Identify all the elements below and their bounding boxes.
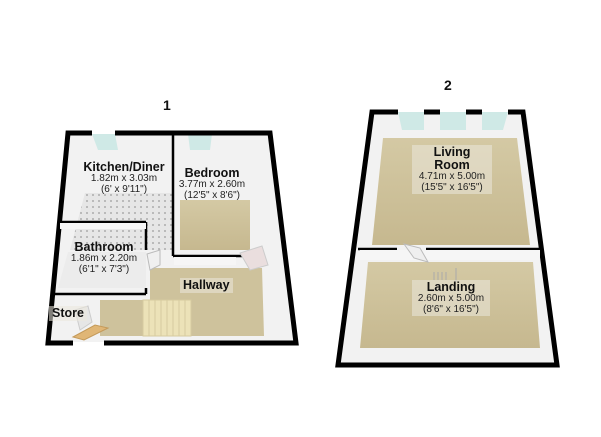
room-metric: 1.86m x 2.20m [70, 253, 138, 265]
window [482, 112, 508, 130]
room-name: Bathroom [74, 240, 134, 254]
room-name: Bedroom [184, 166, 240, 180]
room-imperial: (6'1" x 7'3") [78, 263, 130, 275]
room-label-store: Store [49, 306, 87, 322]
stairs [433, 268, 457, 282]
door [71, 324, 110, 341]
floor-2-number: 2 [444, 77, 452, 93]
door [402, 243, 430, 263]
window [440, 112, 466, 130]
room-imperial: (12'5" x 8'6") [184, 189, 240, 201]
bedroom-floor [180, 200, 250, 250]
room-metric: 3.77m x 2.60m [178, 179, 246, 191]
door [239, 245, 269, 271]
room-imperial: (6' x 9'11") [100, 183, 148, 195]
window [188, 134, 212, 150]
floor-1-number: 1 [163, 97, 171, 113]
room-name: Landing [426, 280, 476, 294]
room-label-bedroom: Bedroom 3.77m x 2.60m (12'5" x 8'6") [175, 166, 249, 201]
room-metric: 1.82m x 3.03m [90, 173, 158, 185]
door [146, 249, 161, 271]
bathroom-floor [58, 252, 146, 288]
room-name: Store [52, 306, 84, 320]
room-label-bathroom: Bathroom 1.86m x 2.20m (6'1" x 7'3") [64, 240, 144, 275]
stairs [142, 299, 192, 337]
room-name-line1: Living [433, 145, 471, 159]
room-imperial: (15'5" x 16'5") [421, 181, 483, 193]
room-imperial: (8'6" x 16'5") [423, 303, 479, 315]
room-name-line2: Room [434, 158, 470, 173]
room-label-landing: Landing 2.60m x 5.00m (8'6" x 16'5") [412, 280, 490, 317]
window [92, 134, 118, 150]
room-label-kitchen-diner: Kitchen/Diner 1.82m x 3.03m (6' x 9'11") [76, 160, 172, 195]
window [398, 112, 424, 130]
room-metric: 4.71m x 5.00m [418, 171, 486, 183]
room-label-hallway: Hallway [180, 278, 233, 294]
room-name: Kitchen/Diner [83, 160, 165, 174]
room-name: Hallway [183, 278, 230, 292]
room-label-living-room: Living Room 4.71m x 5.00m (15'5" x 16'5"… [412, 145, 492, 195]
room-metric: 2.60m x 5.00m [417, 293, 485, 305]
